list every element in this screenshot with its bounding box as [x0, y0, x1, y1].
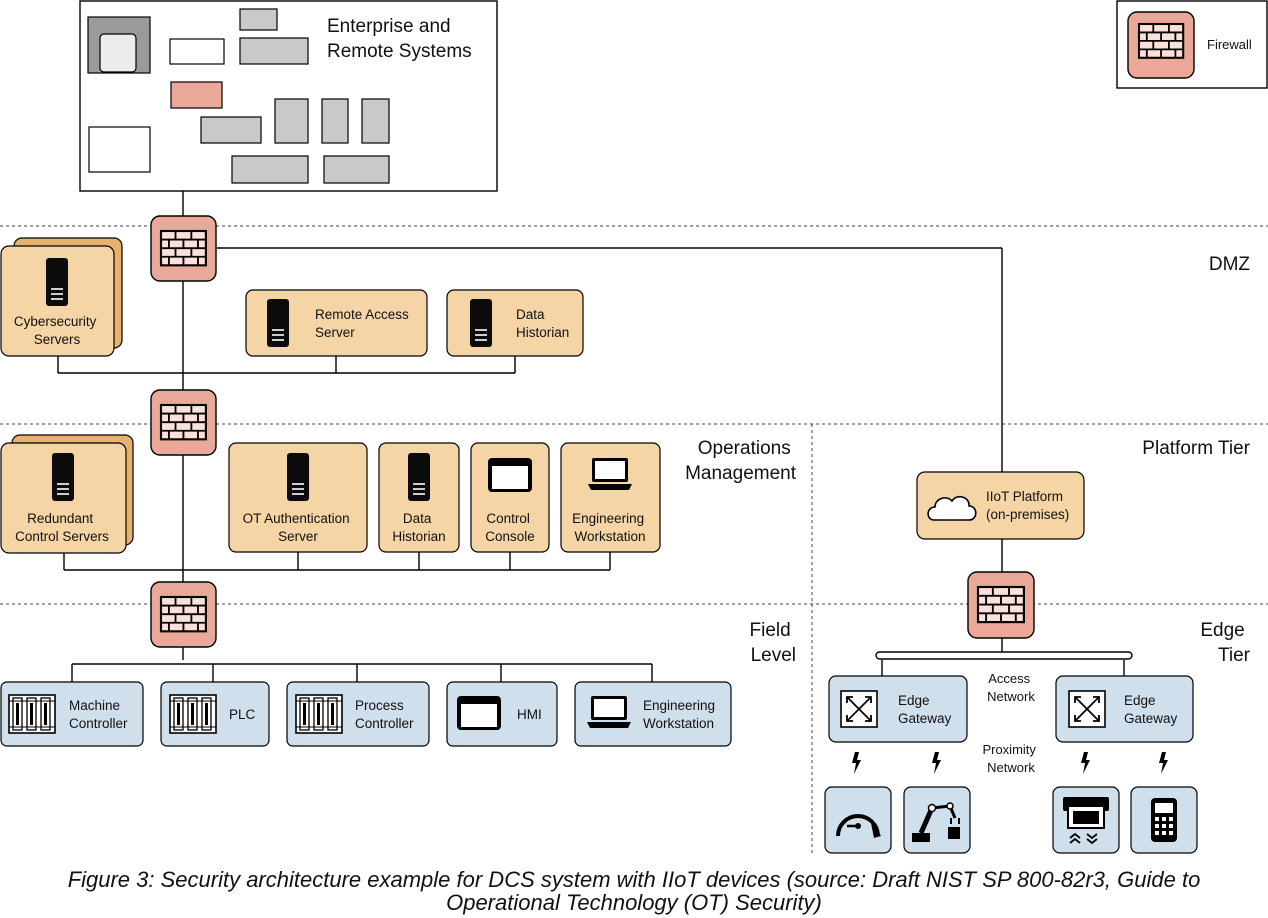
enterprise-node-white-2 — [88, 126, 151, 173]
svg-text:Cybersecurity Servers: Cybersecurity Servers — [14, 314, 100, 347]
svg-text:Engineering Workstation: Engineering Workstation — [572, 511, 648, 544]
laptop-icon — [587, 696, 631, 728]
process-controller: Process Controller — [286, 681, 430, 747]
robot-arm-icon — [912, 802, 960, 842]
edge-bus-bar — [875, 651, 1133, 660]
gateway-icon — [840, 690, 878, 728]
svg-text:Data Historian: Data Historian — [516, 307, 569, 340]
plc: PLC — [160, 681, 270, 747]
window-icon — [457, 696, 501, 730]
remote-access-server: Remote Access Server — [245, 289, 428, 357]
svg-text:Remote Access Server: Remote Access Server — [315, 307, 413, 340]
enterprise-zone — [79, 0, 498, 192]
svg-text:Redundant Control Server: Redundant Control Servers — [15, 511, 109, 544]
enterprise-node-gray-2 — [239, 37, 309, 65]
enterprise-node-gray-6 — [361, 98, 390, 144]
enterprise-zone-label: Enterprise and Remote Systems — [327, 16, 472, 62]
firewall-field — [150, 581, 217, 648]
svg-text:Process Controller: Process Controller — [355, 698, 414, 731]
access-network-label: Access Network — [987, 671, 1035, 704]
legend-firewall-label: Firewall — [1207, 37, 1252, 52]
gauge-icon — [836, 814, 881, 838]
enterprise-node-gray-5 — [321, 98, 349, 144]
printer-icon — [1063, 797, 1109, 845]
enterprise-node-gray-7 — [231, 155, 309, 184]
printer-device — [1052, 786, 1120, 854]
legend: Firewall — [1116, 0, 1268, 89]
svg-text:IIoT Platform (on-premis: IIoT Platform (on-premises) — [986, 489, 1069, 522]
controller-icon — [8, 694, 56, 734]
server-icon — [469, 298, 493, 348]
firewall-operations — [150, 389, 217, 456]
svg-text:OT Authentication Server: OT Authentication Server — [243, 511, 354, 544]
enterprise-node-gray-3 — [200, 116, 262, 144]
field-engineering-workstation: Engineering Workstation — [574, 681, 732, 747]
operations-engineering-workstation: Engineering Workstation — [560, 442, 661, 553]
redundant-control-servers: Redundant Control Servers — [0, 434, 134, 554]
controller-icon — [295, 694, 343, 734]
server-icon — [407, 452, 431, 502]
svg-text:Edge Gateway: Edge Gateway — [898, 693, 952, 726]
wireless-bolt-icon — [852, 752, 861, 774]
svg-text:PLC: PLC — [229, 707, 256, 722]
enterprise-node-dark-inner — [99, 33, 137, 73]
server-icon — [51, 452, 75, 502]
cybersecurity-servers: Cybersecurity Servers — [0, 237, 123, 357]
edge-gateway-left: Edge Gateway — [828, 675, 968, 743]
iiot-platform: IIoT Platform (on-premises) — [916, 471, 1085, 540]
control-console: Control Console — [470, 442, 550, 553]
svg-text:Edge Gateway: Edge Gateway — [1124, 693, 1178, 726]
wireless-bolt-icon — [1081, 752, 1090, 774]
firewall-edge — [967, 571, 1035, 639]
field-level-label: Field Level — [750, 620, 796, 666]
enterprise-node-gray-8 — [323, 155, 390, 184]
dmz-data-historian: Data Historian — [446, 289, 584, 357]
platform-tier-label: Platform Tier — [1142, 438, 1250, 459]
cloud-icon — [927, 495, 977, 521]
server-icon — [45, 257, 69, 307]
dmz-zone-label: DMZ — [1209, 254, 1251, 275]
proximity-network-label: Proximity Network — [982, 742, 1039, 775]
caption-line-2: Operational Technology (OT) Security) — [446, 890, 822, 915]
wireless-bolt-icon — [1159, 752, 1168, 774]
ot-authentication-server: OT Authentication Server — [228, 442, 368, 553]
enterprise-node-gray-4 — [274, 98, 309, 144]
hmi: HMI — [446, 681, 558, 747]
svg-text:Data Historian: Data Historian — [392, 511, 445, 544]
controller-icon — [169, 694, 217, 734]
svg-text:Machine Controller: Machine Controller — [69, 698, 128, 731]
enterprise-node-gray-1 — [239, 8, 278, 31]
figure-caption: Figure 3: Security architecture example … — [0, 868, 1268, 914]
svg-text:HMI: HMI — [517, 707, 542, 722]
handheld-device — [1130, 786, 1198, 854]
gauge-device — [824, 786, 892, 854]
svg-text:Control Console: Control Console — [485, 511, 535, 544]
edge-gateway-right: Edge Gateway — [1055, 675, 1194, 743]
operations-data-historian: Data Historian — [378, 442, 460, 553]
svg-text:Engineering Workstation: Engineering Workstation — [643, 698, 719, 731]
operations-zone-label: Operations Management — [685, 438, 797, 484]
laptop-icon — [588, 458, 632, 490]
server-icon — [286, 452, 310, 502]
gateway-icon — [1068, 690, 1106, 728]
wireless-bolt-icon — [932, 752, 941, 774]
handheld-device-icon — [1151, 798, 1177, 842]
edge-tier-label: Edge Tier — [1200, 620, 1250, 666]
enterprise-firewall — [170, 81, 223, 109]
enterprise-node-white — [169, 38, 225, 65]
robot-arm-device — [903, 786, 971, 854]
machine-controller: Machine Controller — [0, 681, 144, 747]
legend-firewall-icon — [1127, 11, 1195, 79]
firewall-dmz — [150, 215, 217, 282]
caption-line-1: Figure 3: Security architecture example … — [67, 867, 1201, 892]
window-icon — [488, 458, 532, 492]
server-icon — [266, 298, 290, 348]
